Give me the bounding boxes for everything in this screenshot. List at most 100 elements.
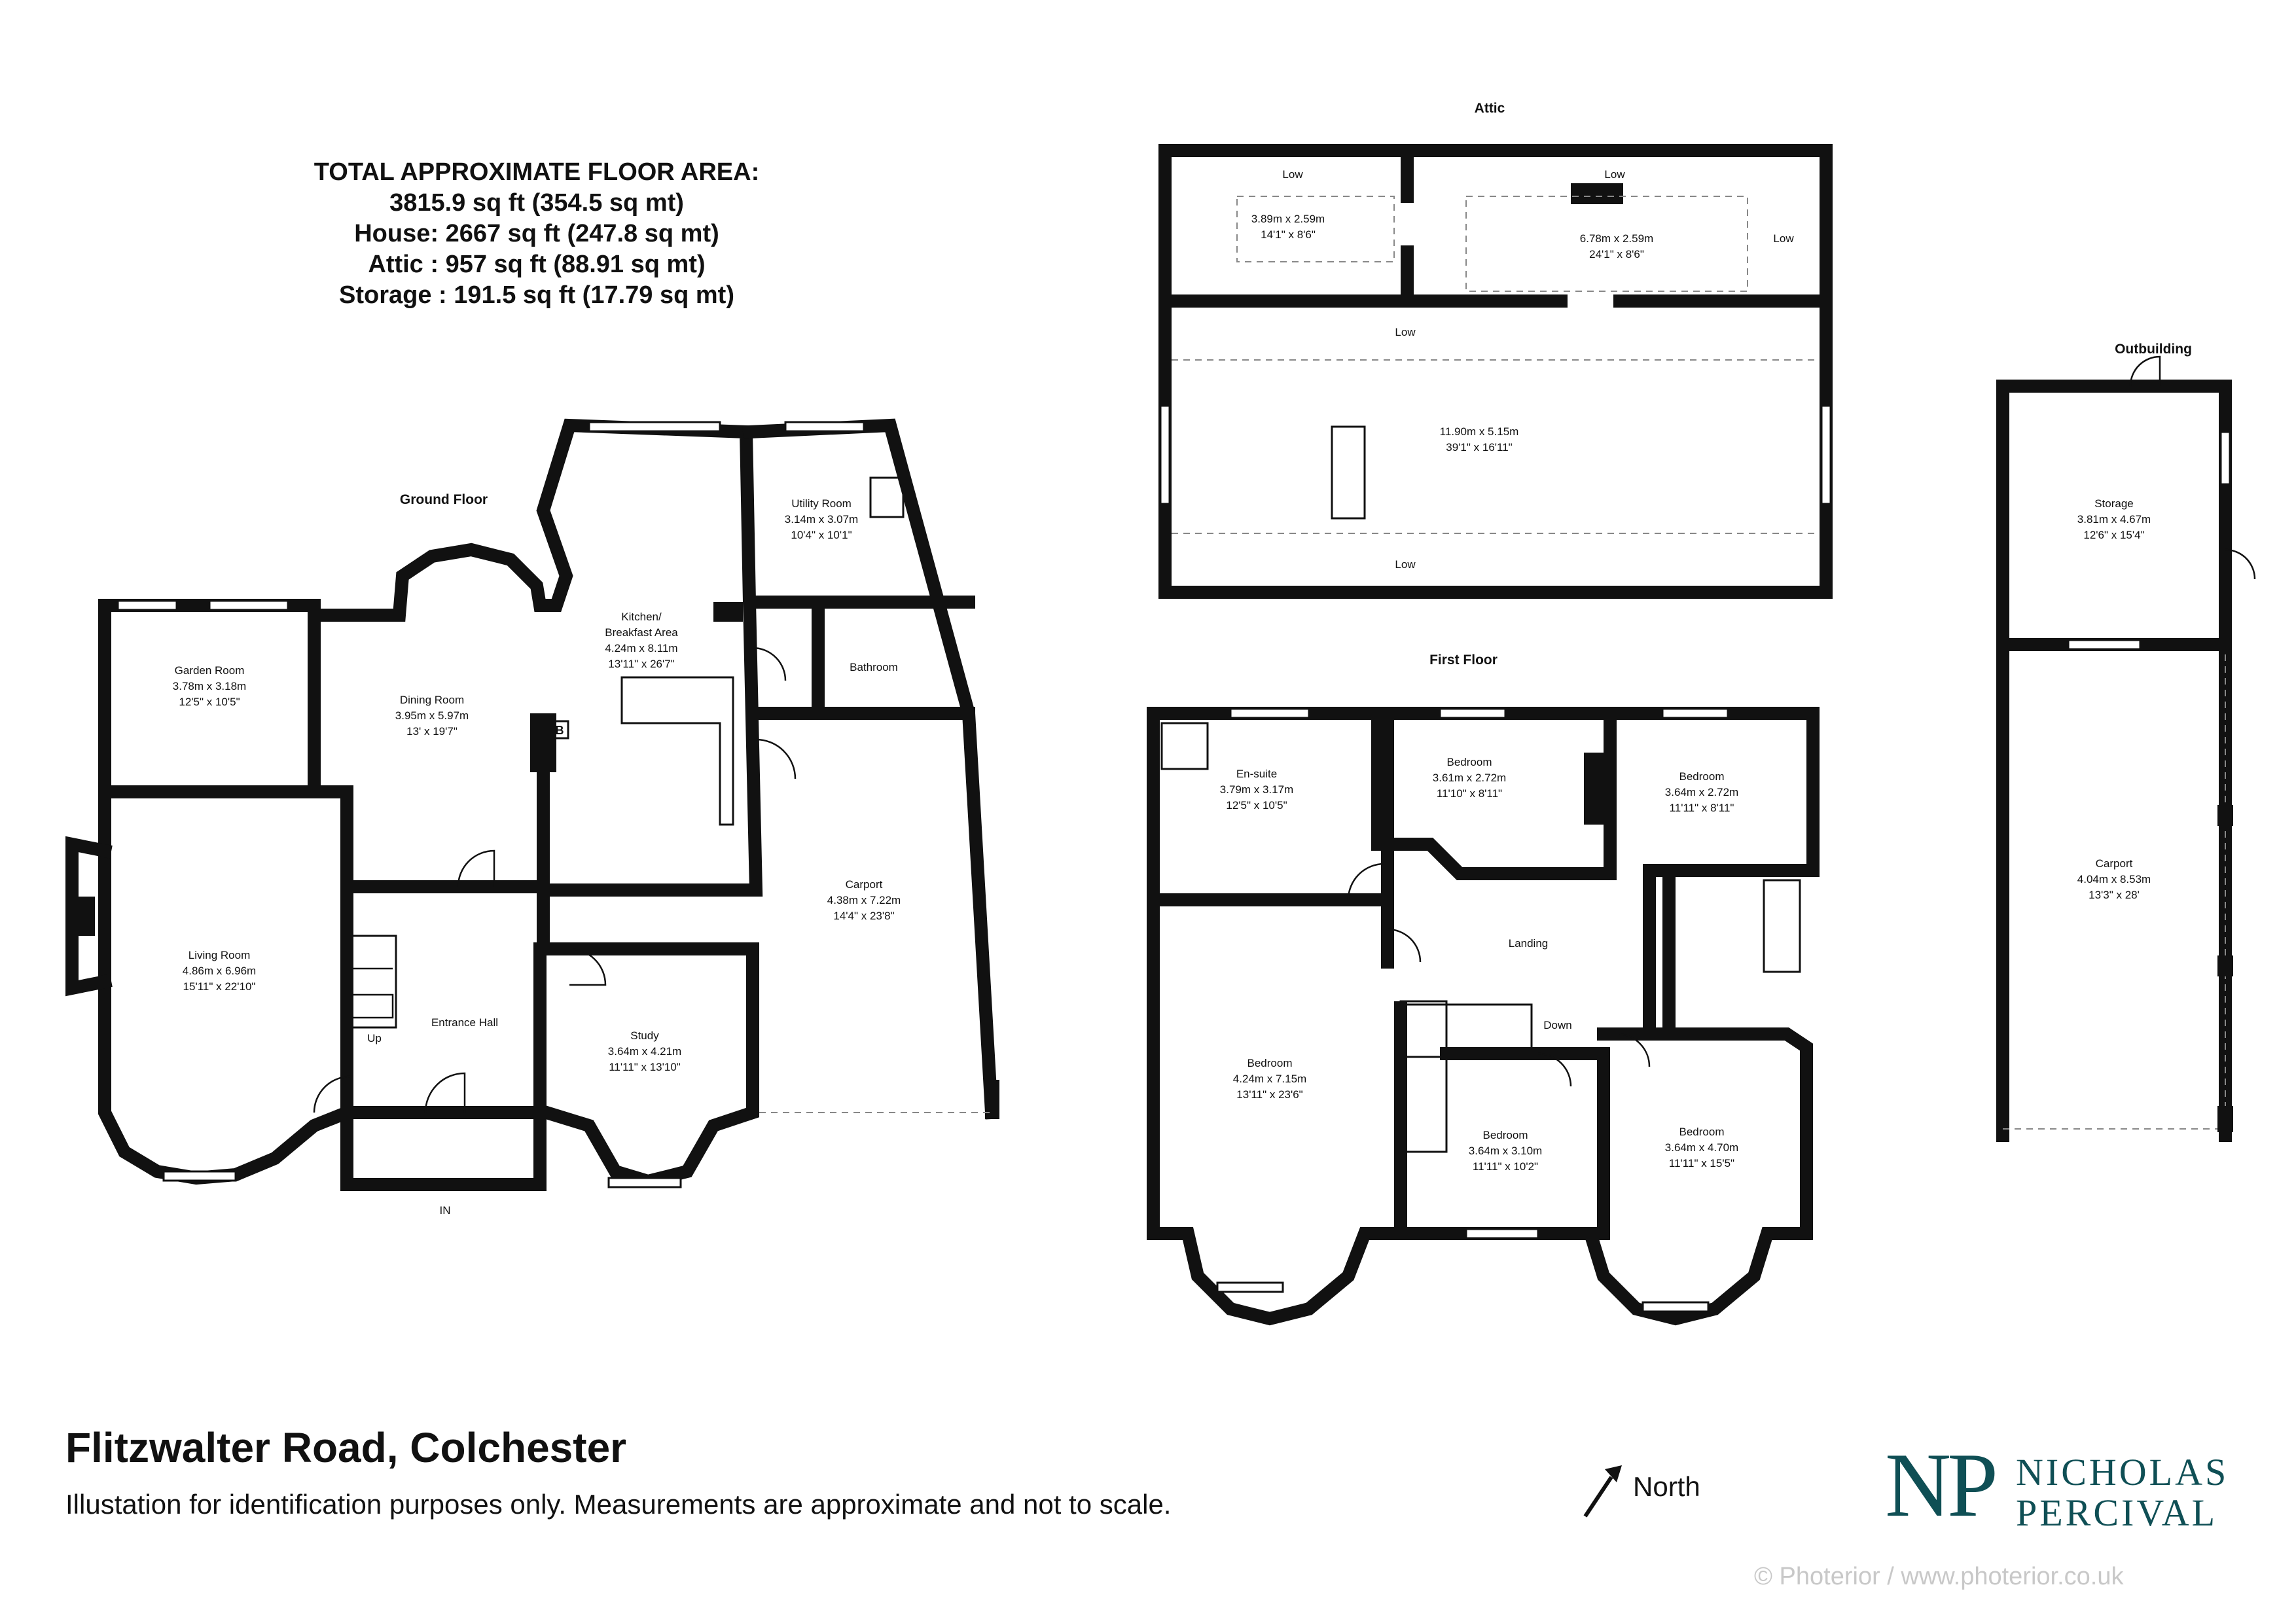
agency-logo: NP NICHOLAS PERCIVAL — [1885, 1435, 2238, 1536]
kitchen-window — [588, 421, 721, 433]
attic-low-lines — [1172, 359, 1820, 534]
room-metric: 3.79m x 3.17m — [1220, 783, 1293, 796]
utility-window — [784, 421, 865, 433]
room-imperial: 12'6" x 15'4" — [2083, 529, 2144, 541]
bedroom-small-walls — [1440, 1047, 1610, 1240]
attic-outer-walls — [1158, 144, 1833, 599]
front-door-swing — [424, 1072, 466, 1113]
room-name: Utility Room — [791, 497, 852, 510]
room-metric: 4.24m x 8.11m — [605, 642, 677, 654]
room-imperial: 12'5" x 10'5" — [179, 696, 240, 708]
storage-side-window — [2219, 431, 2231, 486]
stair-run — [349, 935, 397, 1029]
bay-window-study — [607, 1177, 682, 1188]
disclaimer-text: Illustation for identification purposes … — [65, 1489, 1172, 1520]
room-metric: 3.78m x 3.18m — [173, 680, 246, 692]
room-imperial: 11'10" x 8'11" — [1437, 787, 1502, 800]
attic-low-note: Low — [1395, 558, 1416, 571]
stair-down-note: Down — [1543, 1019, 1571, 1031]
boiler-box — [550, 720, 569, 740]
attic-label: Attic — [1475, 101, 1505, 116]
attic-metric: 11.90m x 5.15m — [1440, 425, 1519, 438]
room-name: Bedroom — [1447, 756, 1492, 768]
property-title: Flitzwalter Road, Colchester — [65, 1424, 627, 1471]
garden-french-doors — [208, 599, 289, 611]
stair-up-note: Up — [367, 1032, 382, 1044]
attic-imperial: 14'1" x 8'6" — [1261, 228, 1316, 241]
attic-low-note: Low — [1604, 168, 1625, 181]
logo-line-1: NICHOLAS — [2016, 1451, 2229, 1493]
kitchen-worktop — [620, 676, 734, 826]
bedroom-5-door-swing — [1537, 1052, 1572, 1087]
bedroom-2-window — [1439, 707, 1507, 719]
area-line-1: TOTAL APPROXIMATE FLOOR AREA: — [314, 158, 759, 186]
carport-post — [2217, 805, 2233, 826]
total-floor-area: TOTAL APPROXIMATE FLOOR AREA: 3815.9 sq … — [314, 158, 759, 309]
north-label: North — [1633, 1471, 1700, 1502]
ensuite-window — [1229, 707, 1310, 719]
attic-low-note: Low — [1282, 168, 1303, 181]
room-imperial: 10'4" x 10'1" — [791, 529, 852, 541]
living-bay-walls — [65, 836, 113, 997]
room-name: Living Room — [188, 949, 251, 961]
carport-post — [2217, 955, 2233, 976]
first-floor-plan: First Floor En-suite 3.79m x 3.17m 12'5"… — [1147, 652, 1820, 1326]
utility-outer-walls — [742, 418, 999, 1120]
room-name: Bedroom — [1679, 770, 1725, 783]
area-line-4: Attic : 957 sq ft (88.91 sq mt) — [368, 251, 705, 278]
room-metric: 3.14m x 3.07m — [785, 513, 858, 526]
attic-imperial: 39'1" x 16'11" — [1446, 441, 1512, 454]
room-imperial: 11'11" x 8'11" — [1670, 802, 1734, 814]
bedroom-6-door-swing — [1619, 1033, 1651, 1067]
staircase — [350, 967, 394, 1019]
room-imperial: 15'11" x 22'10" — [183, 980, 256, 993]
bedroom-5-window — [1465, 1228, 1539, 1240]
bedroom-2-walls — [1371, 707, 1617, 880]
room-imperial: 13' x 19'7" — [406, 725, 457, 738]
first-room-labels: En-suite 3.79m x 3.17m 12'5" x 10'5" Bed… — [1220, 756, 1738, 1173]
outbuilding-plan: Outbuilding Storage 3.81m x 4.67m 12'6" … — [1996, 342, 2256, 1142]
room-name: Storage — [2094, 497, 2134, 510]
ensuite-shower — [1160, 722, 1209, 770]
porch-walls — [340, 1106, 547, 1191]
carport-post — [2217, 1106, 2233, 1132]
room-name: Kitchen/ — [621, 611, 662, 623]
storage-side-door — [2225, 548, 2256, 580]
attic-window-east — [1820, 404, 1832, 505]
attic-metric: 3.89m x 2.59m — [1251, 213, 1325, 225]
outbuilding-door-swing — [2129, 355, 2161, 387]
bay-window-living — [162, 1170, 237, 1182]
attic-stairs — [1331, 425, 1366, 520]
room-metric: 3.64m x 3.10m — [1469, 1145, 1542, 1157]
dining-kitchen-walls — [308, 418, 763, 897]
room-name: Study — [630, 1029, 659, 1042]
logo-initials: NP — [1885, 1435, 1998, 1536]
logo-line-2: PERCIVAL — [2016, 1491, 2218, 1534]
attic-metric: 6.78m x 2.59m — [1580, 232, 1653, 245]
ensuite-door-swing — [1347, 863, 1385, 901]
room-name: Bathroom — [850, 661, 898, 673]
room-imperial: 11'11" x 13'10" — [609, 1061, 681, 1073]
garden-window — [117, 599, 178, 611]
room-name: Dining Room — [400, 694, 464, 706]
carport-door-swing — [755, 738, 797, 779]
entrance-note: IN — [440, 1204, 451, 1217]
utility-sink — [869, 476, 905, 518]
attic-low-note: Low — [1395, 326, 1416, 338]
area-line-2: 3815.9 sq ft (354.5 sq mt) — [389, 189, 684, 217]
room-imperial: 11'11" x 15'5" — [1669, 1157, 1734, 1169]
room-imperial: 14'4" x 23'8" — [833, 910, 894, 922]
room-metric: 3.95m x 5.97m — [395, 709, 469, 722]
room-name: Bedroom — [1483, 1129, 1528, 1141]
room-metric: 3.64m x 4.21m — [608, 1045, 681, 1058]
ground-floor-plan: Ground Floor — [65, 418, 999, 1217]
attic-chimney — [1571, 183, 1623, 204]
room-metric: 3.64m x 2.72m — [1665, 786, 1738, 798]
living-fireplace — [79, 897, 95, 936]
room-metric: 4.38m x 7.22m — [827, 894, 901, 906]
room-metric: 3.81m x 4.67m — [2077, 513, 2151, 526]
carport-post — [985, 1080, 999, 1119]
bay-window-bedroom-4 — [1216, 1281, 1284, 1293]
study-door-swing — [569, 948, 607, 986]
